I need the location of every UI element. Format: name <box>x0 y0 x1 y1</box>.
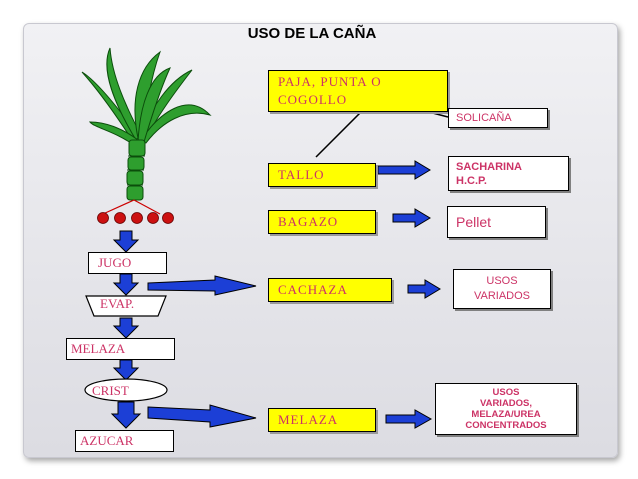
box-crist-label: CRIST <box>92 383 129 398</box>
box-bagazo-label: BAGAZO <box>278 214 339 229</box>
box-tallo-label: TALLO <box>278 167 325 182</box>
short-arrows <box>377 160 441 429</box>
juice-drops-icon <box>97 212 174 224</box>
box-usos-concentrados-line3: MELAZA/UREA <box>471 409 541 420</box>
box-melaza-product-label: MELAZA <box>278 412 339 427</box>
arrow-crist-to-melaza <box>147 404 257 428</box>
box-paja-line1: PAJA, PUNTA O <box>278 74 382 89</box>
flow-down-arrows <box>110 230 142 429</box>
box-cachaza-label: CACHAZA <box>278 282 348 297</box>
box-paja-line2: COGOLLO <box>278 92 348 107</box>
arrow-tallo-to-sacharina <box>377 160 431 180</box>
arrow-jugo-to-cachaza <box>147 275 257 296</box>
evap-trapezoid-shape <box>85 295 167 317</box>
arrow-down-melaza-to-crist <box>112 359 140 381</box>
box-solicana-label: SOLICAÑA <box>456 112 512 124</box>
box-melaza-process: MELAZA <box>66 338 175 360</box>
sugarcane-plant-icon <box>81 47 212 201</box>
page-title: USO DE LA CAÑA <box>247 25 377 42</box>
box-azucar-label: AZUCAR <box>80 433 134 448</box>
box-usos-concentrados-line4: CONCENTRADOS <box>465 420 547 431</box>
box-pellet: Pellet <box>447 206 546 238</box>
crist-ellipse-shape <box>84 378 168 402</box>
arrow-bagazo-to-pellet <box>392 208 431 228</box>
arrow-cachaza-to-usos <box>407 279 441 299</box>
arrow-melaza-to-usos-concentrados <box>385 409 433 429</box>
box-jugo: JUGO <box>88 252 167 274</box>
arrow-down-crist-to-azucar <box>110 401 142 429</box>
long-arrows <box>147 275 257 428</box>
box-pellet-label: Pellet <box>456 214 492 230</box>
box-usos-variados-concentrados: USOS VARIADOS, MELAZA/UREA CONCENTRADOS <box>435 383 577 435</box>
box-melaza-process-label: MELAZA <box>71 341 126 356</box>
box-paja-punta-cogollo: PAJA, PUNTA O COGOLLO <box>268 70 448 112</box>
box-usos-variados: USOS VARIADOS <box>453 269 551 309</box>
box-sacharina: SACHARINA H.C.P. <box>448 156 569 191</box>
box-usos-concentrados-line2: VARIADOS, <box>479 398 533 409</box>
arrow-down-drops-to-jugo <box>112 230 140 253</box>
box-tallo: TALLO <box>268 163 376 187</box>
box-jugo-label: JUGO <box>98 255 132 270</box>
box-usos-variados-line1: USOS <box>486 275 518 287</box>
arrow-down-jugo-to-evap <box>112 273 140 296</box>
box-solicana: SOLICAÑA <box>448 108 548 128</box>
box-usos-concentrados-line1: USOS <box>492 387 520 398</box>
box-melaza-product: MELAZA <box>268 408 376 432</box>
box-usos-variados-line2: VARIADOS <box>473 290 531 302</box>
box-sacharina-line1: SACHARINA <box>456 161 522 173</box>
box-azucar: AZUCAR <box>75 430 174 452</box>
arrow-down-evap-to-melaza <box>112 317 140 339</box>
box-bagazo: BAGAZO <box>268 210 376 234</box>
box-sacharina-line2: H.C.P. <box>456 175 487 187</box>
box-evap-label: EVAP. <box>100 296 135 311</box>
box-cachaza: CACHAZA <box>268 278 392 302</box>
